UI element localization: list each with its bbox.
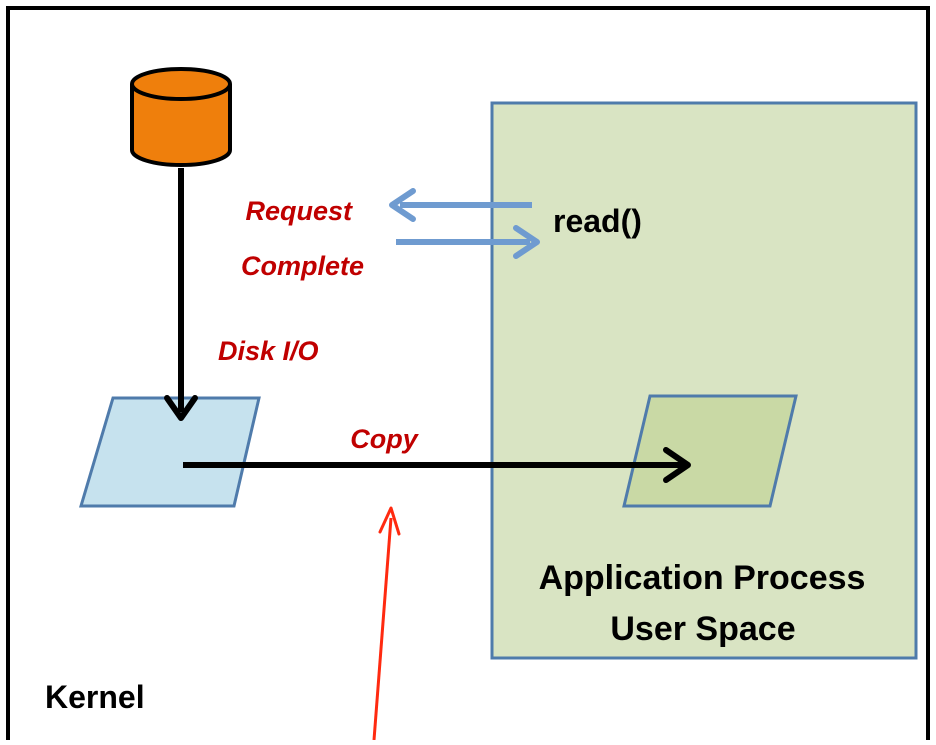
kernel-label: Kernel (45, 679, 145, 715)
disk-icon (130, 67, 232, 167)
kernel-buffer (78, 396, 261, 508)
outer-frame (6, 6, 930, 740)
application-process-box (490, 101, 918, 660)
copy-label: Copy (350, 424, 419, 454)
copy-arrow (183, 447, 691, 483)
request-label: Request (245, 196, 353, 226)
highlight-arrow (372, 506, 401, 741)
complete-arrow (396, 225, 540, 259)
disk-io-label: Disk I/O (218, 336, 319, 366)
disk-io-arrow (164, 168, 198, 421)
read-call-label: read() (553, 203, 642, 239)
complete-label: Complete (241, 251, 364, 281)
user-buffer (622, 394, 798, 508)
app-process-label: Application Process (539, 559, 866, 597)
request-arrow (389, 188, 532, 222)
user-space-label: User Space (610, 610, 795, 648)
